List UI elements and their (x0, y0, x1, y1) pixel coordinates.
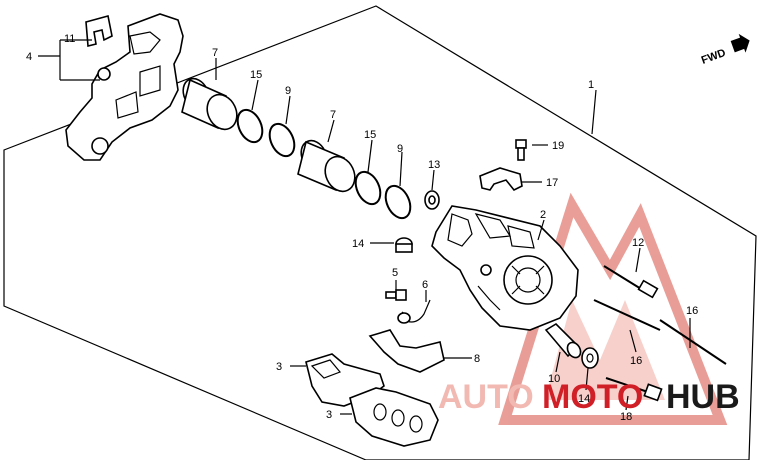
watermark-auto: AUTO (438, 378, 534, 416)
callout-17: 17 (546, 177, 558, 189)
callout-6: 6 (422, 279, 428, 291)
pin-boot-lower (395, 237, 413, 253)
brake-pad-b (349, 387, 439, 447)
fwd-label: FWD (700, 47, 728, 67)
callout-12: 12 (632, 237, 644, 249)
callout-9b: 9 (397, 143, 403, 155)
piston-seal-lower (384, 184, 412, 220)
callout-15a: 15 (250, 69, 262, 81)
forward-direction-indicator: FWD (700, 33, 750, 67)
watermark-text: AUTO MOTO HUB (438, 378, 740, 416)
callout-11: 11 (64, 33, 75, 45)
callout-8: 8 (474, 353, 480, 365)
callout-5: 5 (392, 267, 398, 279)
callout-18: 18 (620, 411, 632, 423)
watermark-hub: HUB (666, 378, 740, 416)
pad-spring (85, 15, 113, 48)
piston-seal-upper (268, 122, 296, 158)
callout-15b: 15 (364, 129, 376, 141)
pad-pin-16b (659, 319, 727, 365)
piston-upper (181, 77, 238, 131)
watermark-logo (498, 192, 728, 425)
callout-13: 13 (428, 159, 440, 171)
caliper-pin-12 (603, 265, 659, 299)
callout-3a: 3 (276, 361, 282, 373)
callout-7a: 7 (212, 47, 218, 59)
pad-shim (368, 329, 445, 373)
callout-16b: 16 (630, 355, 642, 367)
dust-seal-lower (354, 170, 382, 206)
assembly-boundary (3, 5, 757, 460)
pin-sleeve (544, 322, 582, 359)
callout-3b: 3 (326, 409, 332, 421)
bolt-18 (605, 377, 663, 402)
retainer-clip (479, 167, 523, 192)
callout-1: 1 (588, 79, 594, 91)
pin-boot-14b (581, 347, 599, 369)
bleeder-valve (385, 289, 407, 301)
callout-7b: 7 (330, 109, 336, 121)
callout-16a: 16 (686, 305, 698, 317)
callout-14a: 14 (352, 238, 364, 250)
pin-boot-upper (424, 190, 440, 210)
caliper-body (431, 205, 579, 331)
leader-lines (38, 39, 691, 415)
dust-seal-upper (236, 108, 264, 144)
callout-14b: 14 (578, 393, 590, 405)
callout-9a: 9 (285, 85, 291, 97)
pad-pin-16a (593, 299, 661, 331)
bleeder-cap-end (397, 312, 411, 324)
callout-10: 10 (548, 373, 560, 385)
bolt-19 (515, 139, 527, 161)
callout-19: 19 (552, 140, 564, 152)
piston-lower (297, 139, 356, 193)
callout-2: 2 (540, 209, 546, 221)
callout-4: 4 (26, 51, 32, 63)
watermark-moto: MOTO (542, 378, 643, 416)
caliper-bracket (65, 13, 184, 161)
